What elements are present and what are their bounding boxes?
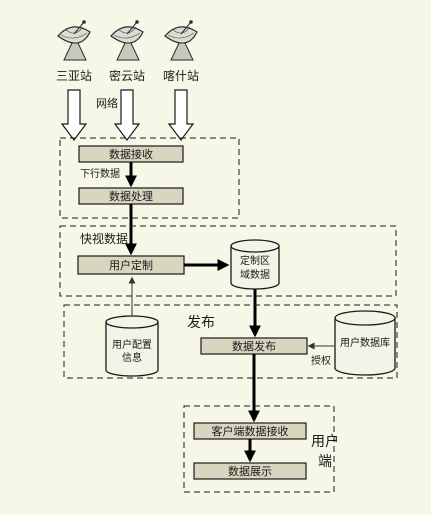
publish-region <box>63 304 398 379</box>
data-display-box <box>193 462 307 480</box>
user-database-cylinder: 用户数据库 <box>334 310 396 376</box>
downlink-data-label: 下行数据 <box>80 167 120 180</box>
hollow-arrow <box>60 89 195 141</box>
user-config-label-2: 信息 <box>122 351 142 364</box>
user-end-region <box>183 405 335 493</box>
user-end-label-1: 用户 <box>311 433 339 450</box>
user-config-cylinder: 用户配置 信息 <box>105 315 159 377</box>
network-label: 网络 <box>96 96 118 110</box>
custom-region-label-1: 定制区 <box>240 254 270 267</box>
user-config-label-1: 用户配置 <box>112 338 152 351</box>
station-label: 密云站 <box>109 68 145 83</box>
station-kashgar: 喀什站 <box>163 19 199 83</box>
satellite-dish-icon <box>164 19 198 61</box>
user-end-label-2: 端 <box>318 454 332 470</box>
publish-label: 发布 <box>187 315 215 331</box>
authorize-label: 授权 <box>311 354 331 367</box>
data-receive-label: 数据接收 <box>109 147 153 161</box>
data-display-label: 数据展示 <box>228 464 272 478</box>
custom-region-label-2: 域数据 <box>240 268 270 281</box>
satellite-dish-icon <box>110 19 144 61</box>
user-custom-label: 用户定制 <box>109 258 153 272</box>
data-publish-label: 数据发布 <box>232 339 276 353</box>
station-label: 三亚站 <box>56 69 92 83</box>
quickview-region <box>59 225 397 297</box>
satellite-dish-icon <box>57 19 91 61</box>
station-miyun: 密云站 <box>109 19 145 83</box>
custom-region-data-cylinder: 定制区 域数据 <box>230 239 280 290</box>
station-label: 喀什站 <box>163 69 199 83</box>
station-sanya: 三亚站 <box>56 19 92 83</box>
user-database-label: 用户数据库 <box>340 336 390 349</box>
data-processing-label: 数据处理 <box>109 189 153 203</box>
client-receive-label: 客户端数据接收 <box>212 424 289 438</box>
quickview-data-label: 快视数据 <box>80 231 128 246</box>
